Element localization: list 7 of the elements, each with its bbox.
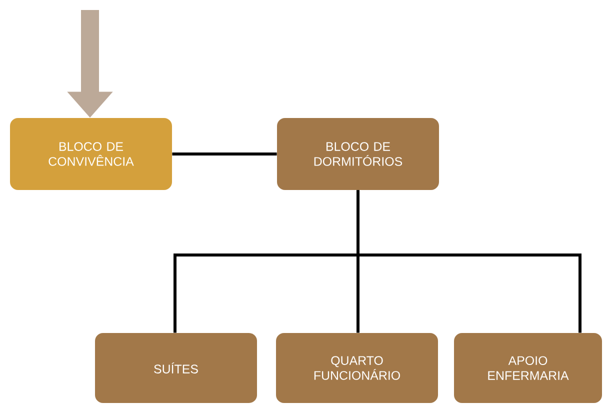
block-box: BLOCO DE CONVIVÊNCIA [10, 118, 172, 190]
block-box: APOIO ENFERMARIA [454, 333, 602, 403]
block-box: QUARTO FUNCIONÁRIO [276, 333, 438, 403]
block-box: SUÍTES [95, 333, 257, 403]
connector-line [172, 152, 277, 156]
block-box: BLOCO DE DORMITÓRIOS [277, 118, 439, 190]
connector-line [356, 190, 582, 333]
